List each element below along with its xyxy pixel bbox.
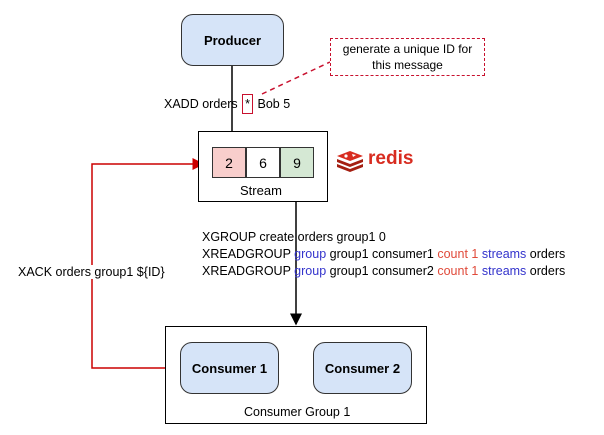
redis-cube-icon (337, 151, 363, 172)
consumer-1-label: Consumer 1 (191, 360, 268, 376)
callout-line-1: generate a unique ID for (342, 42, 473, 56)
xack-command: XACK orders group1 ${ID} (18, 265, 165, 279)
xadd-command: XADD orders * Bob 5 (164, 94, 290, 114)
stream-entry-2: 2 (212, 147, 246, 178)
xgroup-create-command: XGROUP create orders group1 0 (202, 230, 386, 244)
callout-connector (261, 61, 331, 95)
redis-logo: redis (336, 148, 422, 172)
consumer-1-node: Consumer 1 (180, 342, 279, 394)
producer-node: Producer (181, 14, 284, 66)
callout-line-2: this message (372, 58, 443, 72)
stream-label: Stream (240, 183, 282, 198)
consumer-2-label: Consumer 2 (324, 360, 401, 376)
id-callout: generate a unique ID for this message (330, 38, 485, 76)
xreadgroup-consumer1-command: XREADGROUP group group1 consumer1 count … (202, 247, 566, 261)
xadd-suffix: Bob 5 (257, 97, 291, 111)
stream-entry-9: 9 (280, 147, 314, 178)
consumer-2-node: Consumer 2 (313, 342, 412, 394)
xadd-star: * (242, 94, 253, 114)
xreadgroup-consumer2-command: XREADGROUP group group1 consumer2 count … (202, 264, 566, 278)
xadd-prefix: XADD orders (164, 97, 238, 111)
stream-entry-6: 6 (246, 147, 280, 178)
producer-label: Producer (203, 32, 262, 48)
redis-wordmark: redis (368, 148, 414, 169)
consumer-group-label: Consumer Group 1 (244, 405, 351, 419)
